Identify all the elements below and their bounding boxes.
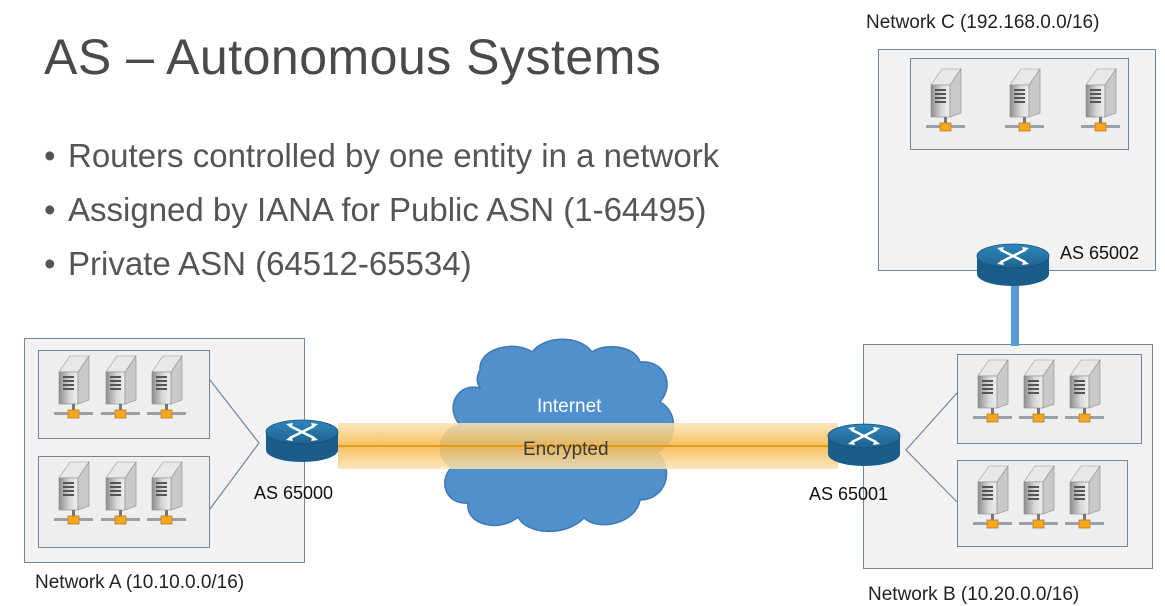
server-icon — [146, 355, 187, 419]
server-icon — [1004, 68, 1045, 132]
server-icon — [100, 461, 141, 525]
as-65002-label: AS 65002 — [1060, 243, 1140, 263]
bullet-item: •Assigned by IANA for Public ASN (1-6449… — [44, 191, 707, 228]
network-b-label: Network B (10.20.0.0/16) — [868, 584, 1080, 605]
server-icon — [1080, 68, 1121, 132]
slide-title: AS – Autonomous Systems — [44, 29, 662, 85]
server-icon — [1018, 465, 1059, 529]
internet-label: Internet — [537, 396, 602, 417]
bullet-item: •Private ASN (64512-65534) — [44, 245, 472, 282]
as-65000-label: AS 65000 — [254, 483, 334, 503]
server-icon — [146, 461, 187, 525]
as-65001-label: AS 65001 — [809, 484, 889, 504]
router-icon — [975, 242, 1051, 288]
server-icon — [1064, 465, 1105, 529]
router-icon — [264, 418, 340, 464]
bullet-list: •Routers controlled by one entity in a n… — [44, 134, 719, 296]
server-icon — [53, 355, 94, 419]
router-icon — [826, 422, 902, 468]
server-icon — [972, 359, 1013, 423]
server-icon — [100, 355, 141, 419]
network-a-label: Network A (10.10.0.0/16) — [35, 572, 245, 593]
server-icon — [53, 461, 94, 525]
network-c-label: Network C (192.168.0.0/16) — [866, 12, 1100, 33]
server-icon — [1018, 359, 1059, 423]
tunnel-label: Encrypted — [523, 439, 609, 460]
server-icon — [1064, 359, 1105, 423]
server-icon — [925, 68, 966, 132]
bullet-item: •Routers controlled by one entity in a n… — [44, 137, 720, 174]
server-icon — [972, 465, 1013, 529]
